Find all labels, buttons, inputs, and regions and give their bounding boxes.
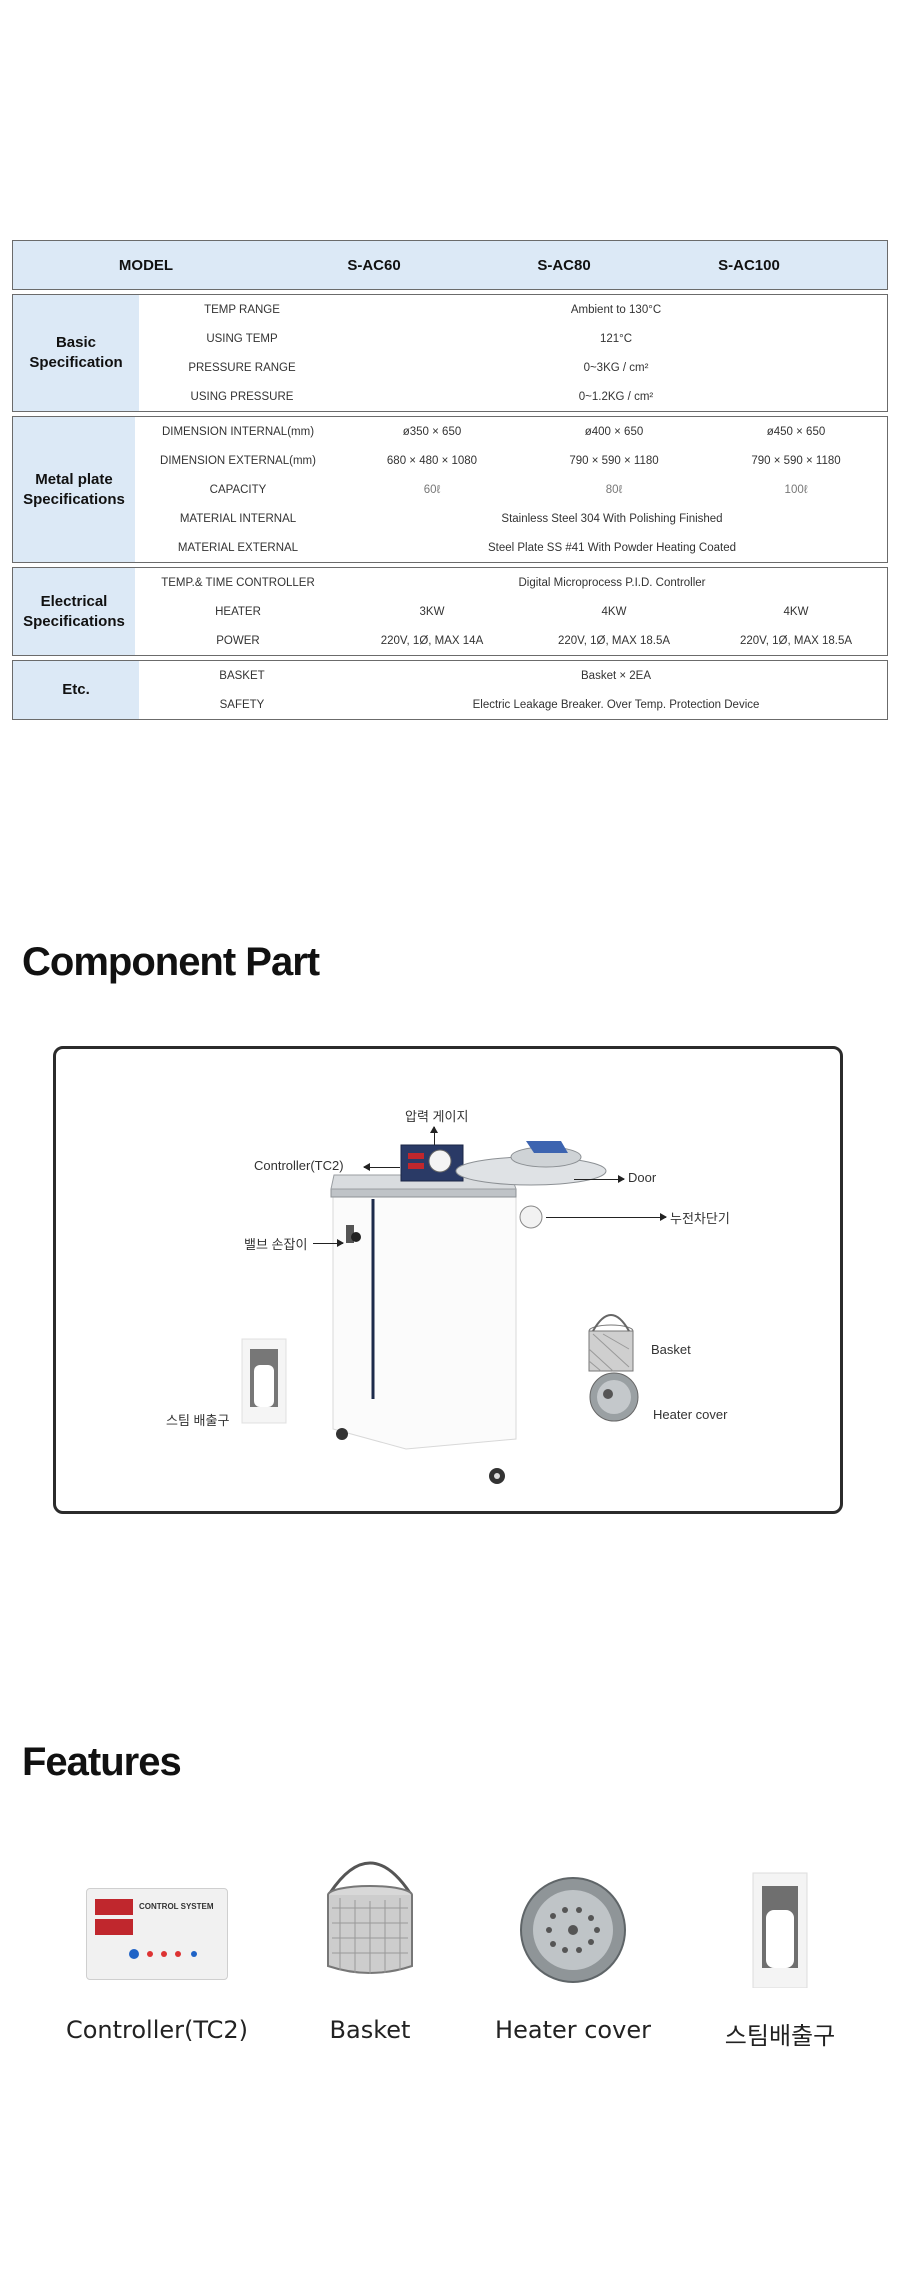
- feature-basket: Basket: [270, 1838, 470, 2048]
- feature-heater-cover: Heater cover: [473, 1838, 673, 2048]
- label-heater-cover: Heater cover: [653, 1407, 728, 1422]
- arrow-controller: [363, 1163, 400, 1171]
- model-label: MODEL: [118, 256, 174, 274]
- steam-outlet-icon: [752, 1872, 808, 1988]
- feature-caption: Heater cover: [495, 2016, 651, 2044]
- model-s-ac80: S-AC80: [537, 256, 591, 274]
- label-breaker: 누전차단기: [670, 1211, 730, 1226]
- feature-caption: 스팀배출구: [724, 2022, 836, 2050]
- arrow-pressure-gauge: [430, 1126, 438, 1145]
- label-steam-outlet: 스팀 배출구: [166, 1413, 230, 1428]
- component-diagram: 압력 게이지 Controller(TC2) Door 누전차단기 밸브 손잡이…: [53, 1046, 843, 1514]
- label-basket: Basket: [651, 1342, 691, 1357]
- label-controller: Controller(TC2): [254, 1158, 344, 1173]
- label-valve-handle: 밸브 손잡이: [244, 1237, 308, 1252]
- arrow-valve-handle: [313, 1239, 344, 1247]
- group-title: Etc.: [13, 661, 139, 719]
- feature-controller: CONTROL SYSTEM Controller(TC2): [57, 1838, 257, 2048]
- feature-steam-outlet: 스팀배출구: [680, 1838, 880, 2050]
- model-s-ac60: S-AC60: [347, 256, 401, 274]
- autoclave-illustration: [241, 1141, 639, 1484]
- feature-caption: Controller(TC2): [65, 2016, 249, 2044]
- heater-cover-icon: [520, 1877, 626, 1983]
- basket-icon: [327, 1861, 413, 1974]
- model-s-ac100: S-AC100: [718, 256, 780, 274]
- controller-panel-icon: CONTROL SYSTEM: [86, 1888, 228, 1980]
- feature-caption: Basket: [329, 2016, 411, 2044]
- features-heading: Features: [22, 1740, 182, 1784]
- label-pressure-gauge: 압력 게이지: [405, 1109, 469, 1124]
- label-door: Door: [628, 1170, 657, 1185]
- arrow-breaker: [546, 1213, 667, 1221]
- spec-header-row: MODEL S-AC60 S-AC80 S-AC100: [12, 240, 888, 290]
- arrow-door: [574, 1175, 625, 1183]
- component-part-heading: Component Part: [22, 940, 320, 984]
